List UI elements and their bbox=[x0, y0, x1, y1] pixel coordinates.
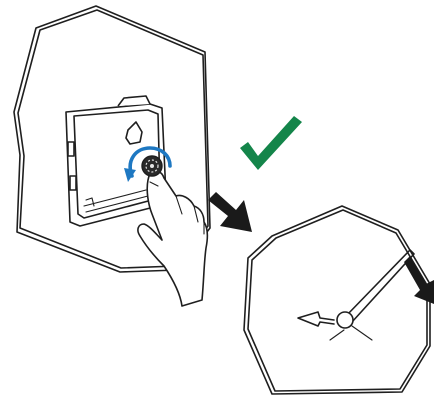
time-setting-dial bbox=[142, 156, 162, 176]
arrow-down-right-icon bbox=[208, 192, 252, 232]
check-mark-icon bbox=[240, 116, 302, 170]
clock-front-panel bbox=[244, 206, 430, 394]
